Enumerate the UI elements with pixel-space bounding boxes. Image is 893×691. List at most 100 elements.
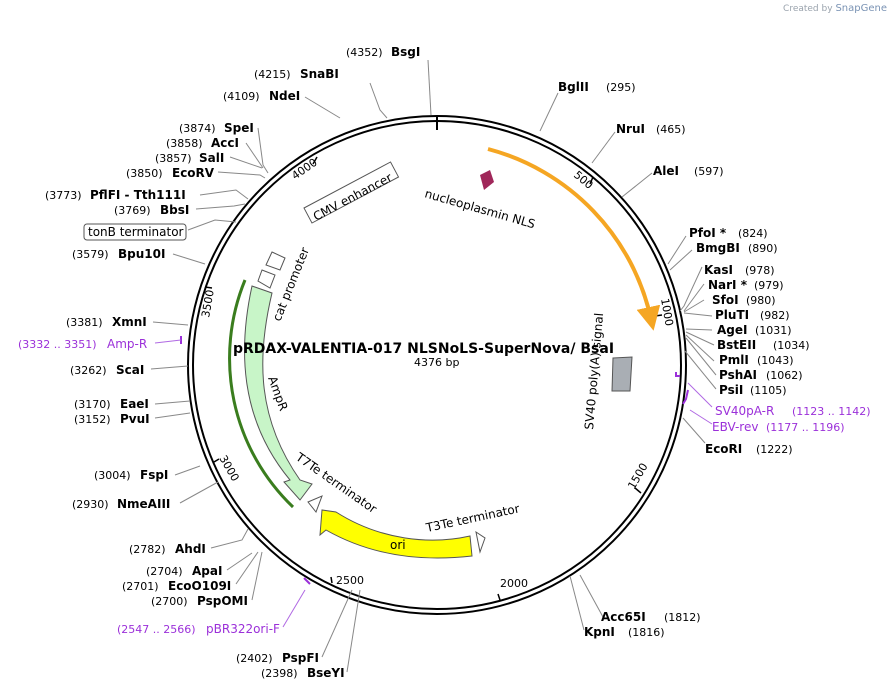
enzyme-pos: (980) <box>746 294 776 307</box>
enzyme-name: NdeI <box>269 89 300 103</box>
ampr-arc-outline <box>228 279 295 509</box>
enzyme-pos: (1034) <box>773 339 810 352</box>
enzyme-pos: (465) <box>656 123 686 136</box>
sv40-label: SV40 poly(A) signal <box>582 312 606 430</box>
enzyme-name: XmnI <box>112 315 147 329</box>
primer-range: (1123 .. 1142) <box>792 405 871 418</box>
enzyme-name: ScaI <box>116 363 144 377</box>
nucleoplasmin-nls-marker <box>480 170 494 190</box>
enzyme-pos: (2398) <box>261 667 298 680</box>
primer-range: (2547 .. 2566) <box>117 623 196 636</box>
enzyme-name: PfoI * <box>689 226 727 240</box>
enzyme-name: Acc65I <box>601 610 646 624</box>
supernova-arc <box>487 147 661 331</box>
primer-labels: (3332 .. 3351) Amp-R SV40pA-R (1123 .. 1… <box>18 337 871 636</box>
t3te-shape <box>475 530 486 554</box>
enzyme-pos: (295) <box>606 81 636 94</box>
enzyme-pos: (597) <box>694 165 724 178</box>
enzyme-pos: (890) <box>748 242 778 255</box>
enzyme-pos: (978) <box>745 264 775 277</box>
enzyme-name: SnaBI <box>300 67 339 81</box>
enzyme-name: BsgI <box>391 45 420 59</box>
enzyme-name: AhdI <box>175 542 206 556</box>
enzyme-name: FspI <box>140 468 168 482</box>
enzyme-leaders <box>150 59 717 673</box>
enzyme-name: AccI <box>211 136 239 150</box>
primer-name: SV40pA-R <box>715 404 774 418</box>
enzyme-pos: (1816) <box>628 626 665 639</box>
enzyme-pos: (982) <box>760 309 790 322</box>
tick-500: 500 <box>571 168 595 191</box>
enzyme-pos: (2402) <box>236 652 273 665</box>
enzyme-name: EaeI <box>120 397 149 411</box>
enzyme-pos: (1812) <box>664 611 701 624</box>
primer-name: EBV-rev <box>712 420 758 434</box>
enzyme-name: BbsI <box>160 203 189 217</box>
enzyme-name: BseYI <box>307 666 345 680</box>
plasmid-length: 4376 bp <box>414 356 459 369</box>
enzyme-pos: (3170) <box>74 398 111 411</box>
enzyme-pos: (1062) <box>766 369 803 382</box>
enzyme-pos: (3857) <box>155 152 192 165</box>
snapgene-logo: SnapGene <box>835 3 887 14</box>
enzyme-pos: (1105) <box>750 384 787 397</box>
enzyme-pos: (824) <box>738 227 768 240</box>
t7te-shape <box>307 495 323 513</box>
ampr-label: AmpR <box>265 374 290 412</box>
enzyme-name: PspOMI <box>197 594 248 608</box>
enzyme-pos: (2782) <box>129 543 166 556</box>
credit-prefix: Created by <box>783 4 833 14</box>
enzyme-name: SpeI <box>224 121 254 135</box>
tonb-box <box>83 223 187 241</box>
nls-label: nucleoplasmin NLS <box>423 186 537 231</box>
enzyme-pos: (1043) <box>757 354 794 367</box>
enzyme-pos: (3850) <box>126 167 163 180</box>
enzyme-name: ApaI <box>192 564 222 578</box>
enzyme-name: PspFI <box>282 651 319 665</box>
enzyme-name: NarI * <box>708 278 748 292</box>
enzyme-labels: (4352) BsgI (4215) SnaBI (4109) NdeI (38… <box>45 45 810 680</box>
enzyme-name: SalI <box>199 151 224 165</box>
enzyme-pos: (4215) <box>254 68 291 81</box>
enzyme-name: PluTI <box>715 308 749 322</box>
enzyme-name: NruI <box>616 122 645 136</box>
enzyme-name: KpnI <box>584 625 615 639</box>
sv40-shape <box>611 356 633 392</box>
enzyme-pos: (3874) <box>179 122 216 135</box>
enzyme-name: PflFI - Tth111I <box>90 188 186 202</box>
enzyme-name: EcoRV <box>172 166 215 180</box>
ampr-arrow <box>244 285 313 501</box>
primer-name: pBR322ori-F <box>206 622 280 636</box>
tick-2000: 2000 <box>500 577 528 590</box>
enzyme-pos: (2701) <box>122 580 159 593</box>
enzyme-name: BglII <box>558 80 589 94</box>
enzyme-pos: (1222) <box>756 443 793 456</box>
enzyme-pos: (2930) <box>72 498 109 511</box>
ori-arrow <box>319 509 473 559</box>
enzyme-name: PvuI <box>120 412 150 426</box>
enzyme-pos: (3004) <box>94 469 131 482</box>
primer-name: Amp-R <box>107 337 147 351</box>
enzyme-pos: (4352) <box>346 46 383 59</box>
tick-3500: 3500 <box>199 289 217 319</box>
tonb-label: tonB terminator <box>88 225 184 239</box>
enzyme-pos: (3773) <box>45 189 82 202</box>
primer-range: (3332 .. 3351) <box>18 338 97 351</box>
enzyme-pos: (3769) <box>114 204 151 217</box>
enzyme-pos: (3858) <box>166 137 203 150</box>
primer-leaders <box>154 339 713 628</box>
enzyme-name: SfoI <box>712 293 739 307</box>
cmv-enhancer-box <box>303 161 400 224</box>
enzyme-pos: (4109) <box>223 90 260 103</box>
enzyme-name: PmlI <box>719 353 749 367</box>
enzyme-pos: (3262) <box>70 364 107 377</box>
enzyme-pos: (3579) <box>72 248 109 261</box>
enzyme-name: AgeI <box>717 323 747 337</box>
tick-3000: 3000 <box>216 453 241 484</box>
tick-1500: 1500 <box>625 461 650 492</box>
ori-label: ori <box>390 538 406 552</box>
enzyme-pos: (979) <box>754 279 784 292</box>
enzyme-name: NmeAIII <box>117 497 170 511</box>
enzyme-pos: (3381) <box>66 316 103 329</box>
